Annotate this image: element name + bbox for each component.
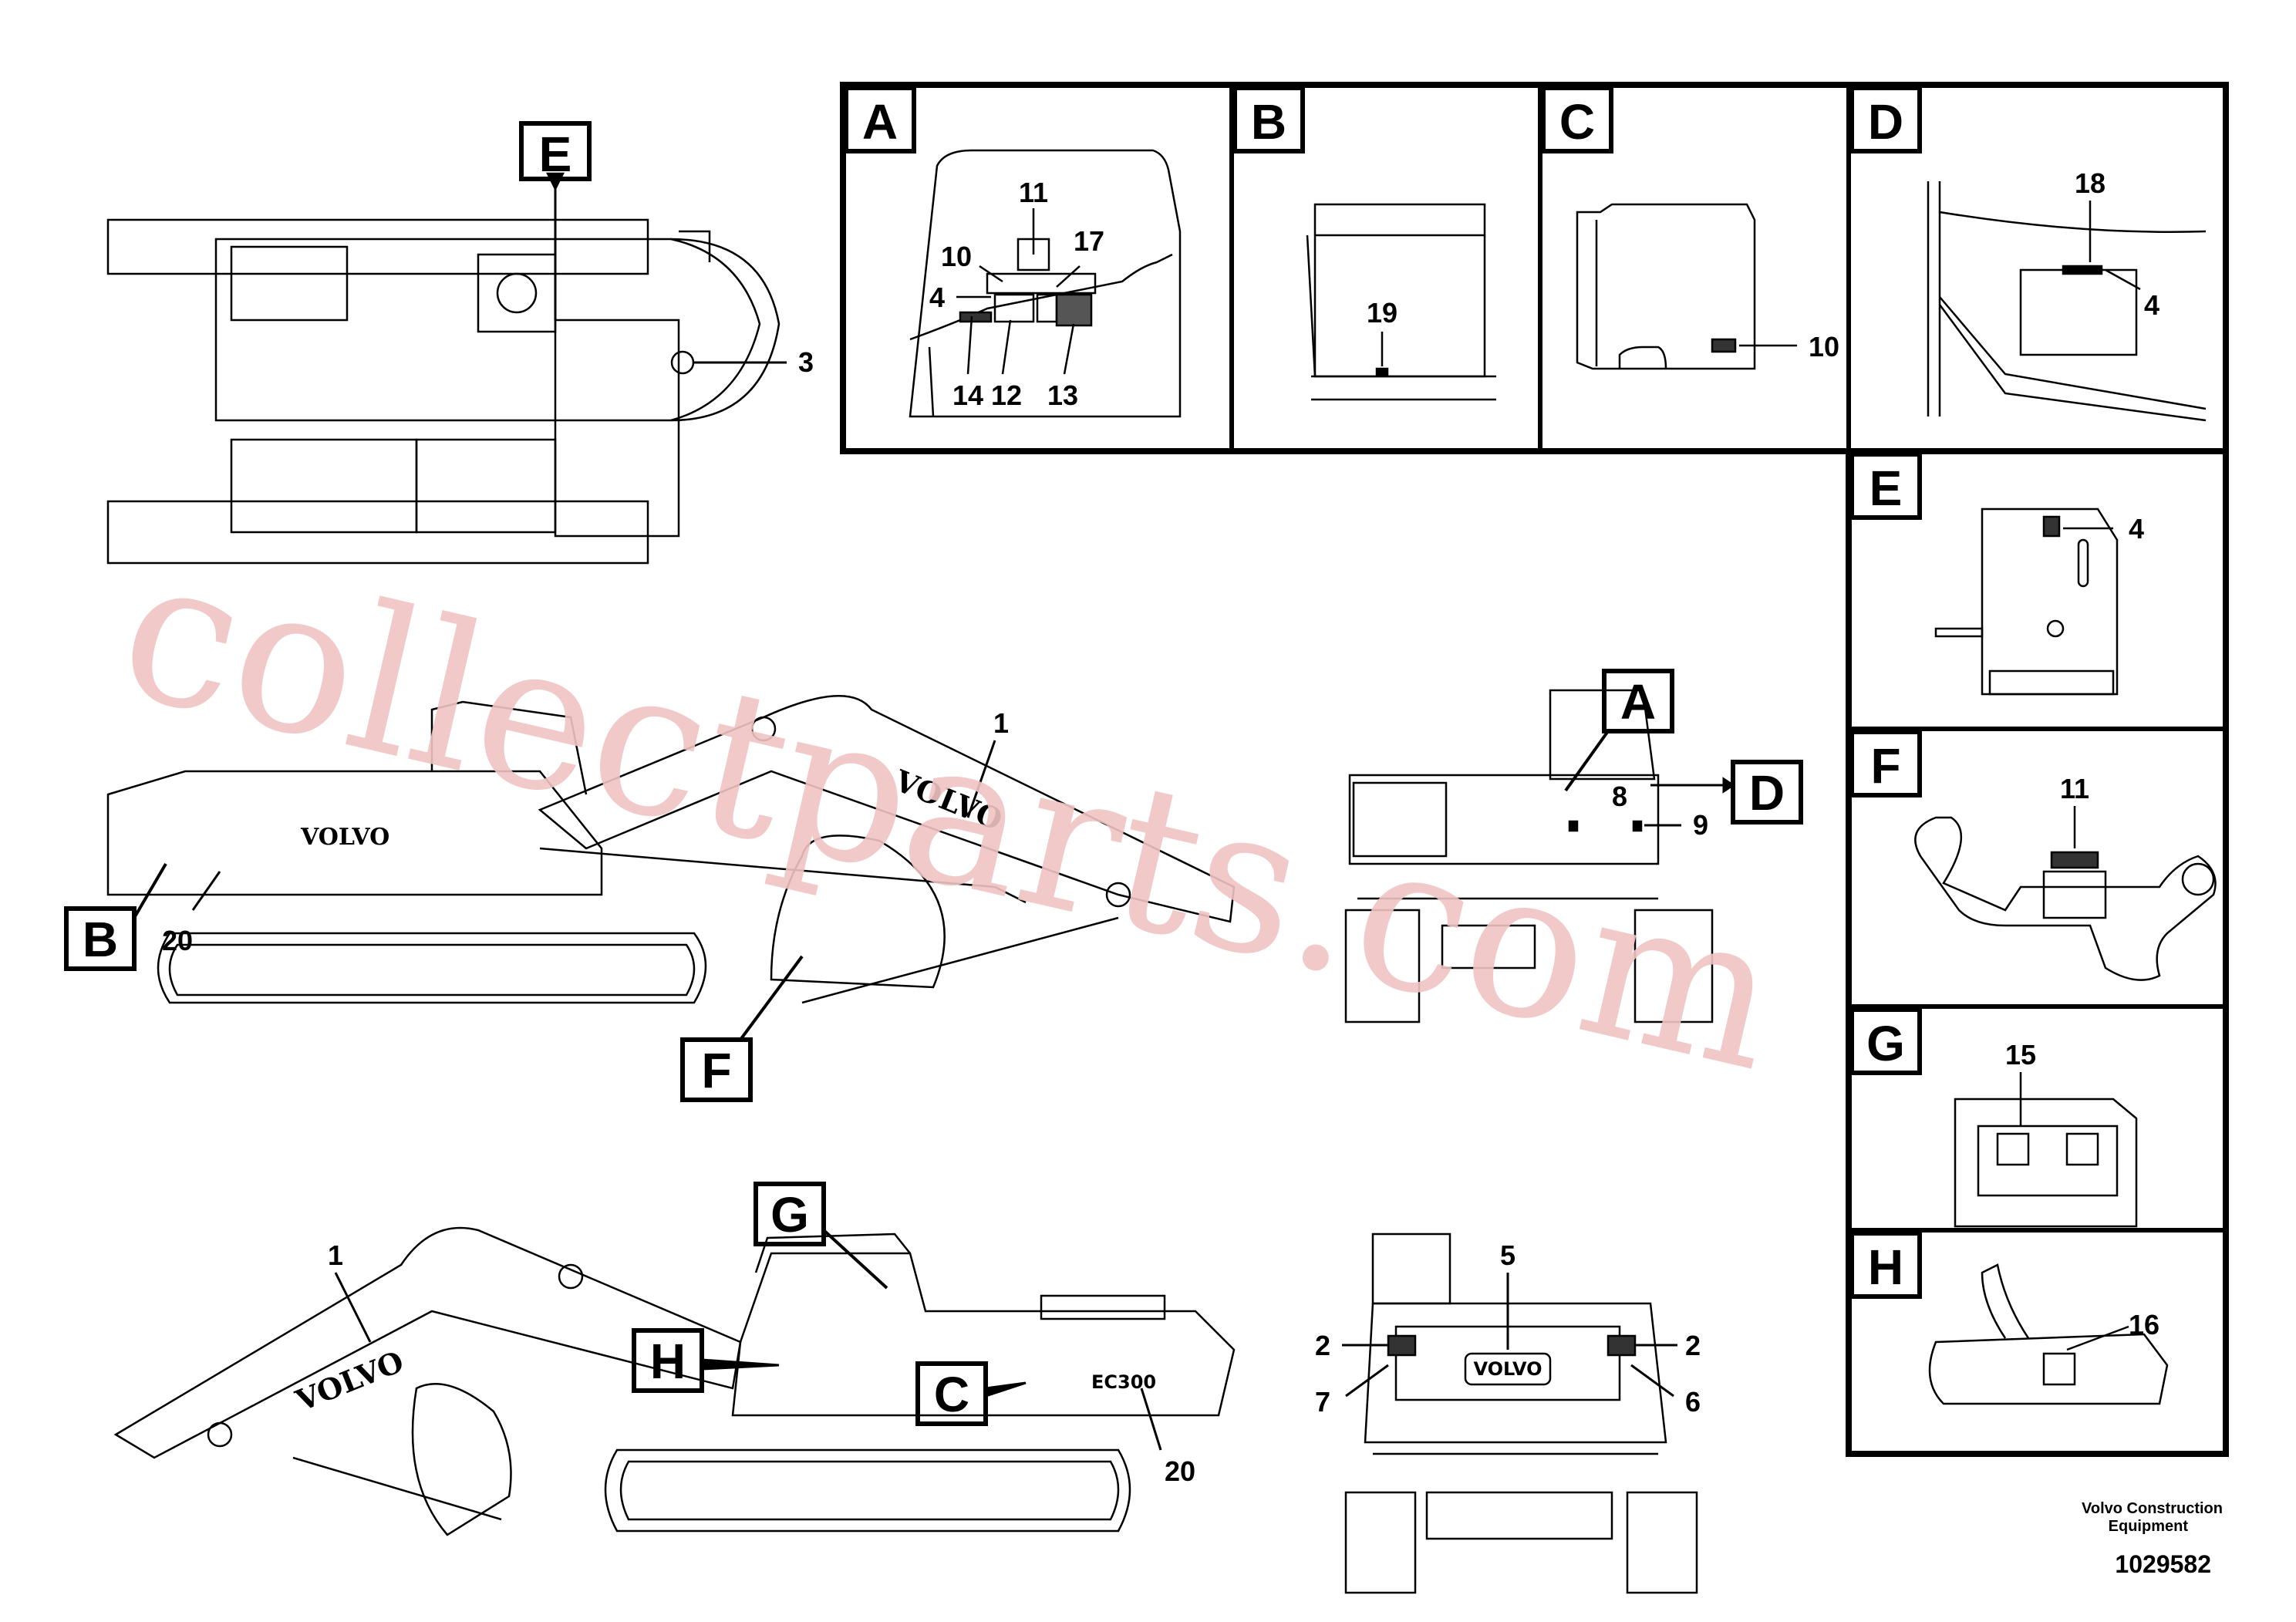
- panel-letter-c: C: [1541, 86, 1613, 153]
- panel-letter-d: D: [1849, 86, 1922, 153]
- svg-text:G: G: [770, 1187, 809, 1243]
- rear-view-letter-a: A: [1602, 669, 1674, 733]
- svg-text:H: H: [650, 1334, 686, 1389]
- panel-f-drawing: 11: [1914, 773, 2217, 981]
- callout-13: 13: [1047, 379, 1078, 411]
- svg-text:C: C: [934, 1367, 969, 1422]
- svg-text:B: B: [83, 912, 118, 967]
- svg-text:F: F: [701, 1043, 731, 1098]
- panel-d-drawing: 18 4: [1927, 167, 2207, 422]
- callout-7: 7: [1315, 1386, 1330, 1418]
- svg-text:E: E: [1870, 460, 1903, 516]
- callout-8: 8: [1612, 781, 1627, 812]
- panel-a-callouts: 11 10 17 4 14 12 13: [929, 177, 1104, 411]
- svg-text:F: F: [1870, 738, 1900, 794]
- rear-view-top-excavator: [1344, 689, 1714, 1023]
- panel-letter-a: A: [844, 86, 916, 153]
- side-view-right-excavator: [113, 1226, 1236, 1536]
- callout-16: 16: [2129, 1309, 2159, 1340]
- callout-11: 11: [2060, 773, 2089, 804]
- callout-20: 20: [1165, 1455, 1195, 1487]
- company-name-line1: Volvo Construction: [2082, 1500, 2223, 1517]
- svg-text:C: C: [1559, 94, 1595, 150]
- panel-letter-f: F: [1849, 730, 1922, 798]
- callout-17: 17: [1074, 225, 1104, 257]
- callout-5: 5: [1500, 1239, 1515, 1271]
- callout-15: 15: [2005, 1039, 2036, 1071]
- detail-panels-frame: [840, 82, 2229, 1457]
- panel-letter-h: H: [1849, 1231, 1922, 1299]
- callout-4: 4: [2144, 289, 2159, 321]
- callout-3: 3: [798, 346, 814, 378]
- svg-text:H: H: [1868, 1239, 1903, 1295]
- side-view-left-excavator: [106, 694, 1236, 1004]
- svg-text:A: A: [1620, 674, 1656, 730]
- top-view-excavator: [106, 172, 787, 565]
- callout-6: 6: [1685, 1386, 1701, 1418]
- panel-e-drawing: 4: [1934, 508, 2144, 696]
- svg-text:D: D: [1749, 765, 1785, 821]
- callout-18: 18: [2075, 167, 2106, 199]
- callout-4: 4: [2129, 513, 2144, 545]
- panel-c-drawing: 10: [1576, 203, 1839, 370]
- svg-text:G: G: [1866, 1016, 1905, 1071]
- side-view-left-letter-b: B: [64, 906, 137, 971]
- top-view-letter-e: E: [519, 121, 592, 182]
- svg-text:B: B: [1251, 94, 1286, 150]
- callout-11: 11: [1019, 177, 1048, 208]
- callout-4: 4: [929, 282, 945, 313]
- panel-letter-e: E: [1849, 452, 1922, 520]
- panel-h-drawing: 16: [1928, 1263, 2169, 1405]
- callout-19: 19: [1367, 297, 1397, 329]
- panel-b-drawing: 19: [1306, 203, 1496, 401]
- callout-2-right: 2: [1685, 1330, 1701, 1361]
- callout-10: 10: [941, 241, 972, 272]
- svg-text:A: A: [862, 94, 898, 150]
- callout-9: 9: [1693, 809, 1708, 841]
- panel-g-drawing: 15: [1954, 1039, 2138, 1228]
- panel-letter-g: G: [1849, 1007, 1922, 1075]
- panel-a-cab-drawing: [909, 149, 1182, 418]
- model-badge: EC300: [1091, 1371, 1156, 1393]
- svg-text:E: E: [539, 126, 572, 182]
- callout-1: 1: [993, 707, 1009, 739]
- company-name-line2: Equipment: [2108, 1518, 2188, 1535]
- front-view-excavator: [1344, 1233, 1698, 1594]
- svg-text:D: D: [1868, 94, 1903, 150]
- callout-14: 14: [952, 379, 983, 411]
- callout-20: 20: [162, 925, 193, 956]
- rear-view-letter-d: D: [1731, 760, 1803, 824]
- brand-text-front: VOLVO: [1473, 1358, 1542, 1380]
- callout-10: 10: [1809, 331, 1839, 363]
- callout-2-left: 2: [1315, 1330, 1330, 1361]
- brand-text-counterweight: VOLVO: [300, 824, 389, 851]
- side-view-right-letter-g: G: [754, 1182, 826, 1246]
- callout-1: 1: [328, 1239, 343, 1271]
- panel-letter-b: B: [1232, 86, 1305, 153]
- drawing-number: 1029582: [2115, 1550, 2211, 1578]
- side-view-left-letter-f: F: [680, 1037, 753, 1102]
- callout-12: 12: [991, 379, 1022, 411]
- side-view-right-letter-h: H: [632, 1328, 704, 1393]
- watermark: collectparts.com: [102, 510, 1798, 1116]
